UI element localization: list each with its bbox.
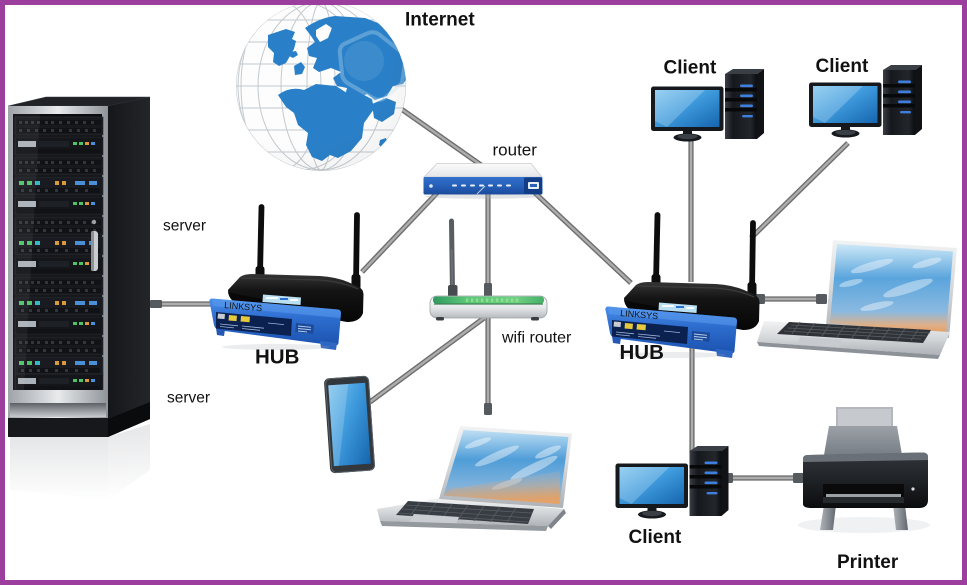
svg-text:HUB: HUB <box>255 346 299 369</box>
svg-text:Client: Client <box>664 58 717 79</box>
svg-text:server: server <box>167 390 210 407</box>
svg-text:Printer: Printer <box>837 552 899 573</box>
svg-text:Client: Client <box>816 56 869 77</box>
svg-text:wifi router: wifi router <box>501 330 572 347</box>
svg-text:Internet: Internet <box>405 10 475 31</box>
svg-text:Client: Client <box>629 527 682 548</box>
svg-text:HUB: HUB <box>620 341 664 364</box>
svg-text:router: router <box>493 141 538 160</box>
svg-text:server: server <box>163 218 206 235</box>
